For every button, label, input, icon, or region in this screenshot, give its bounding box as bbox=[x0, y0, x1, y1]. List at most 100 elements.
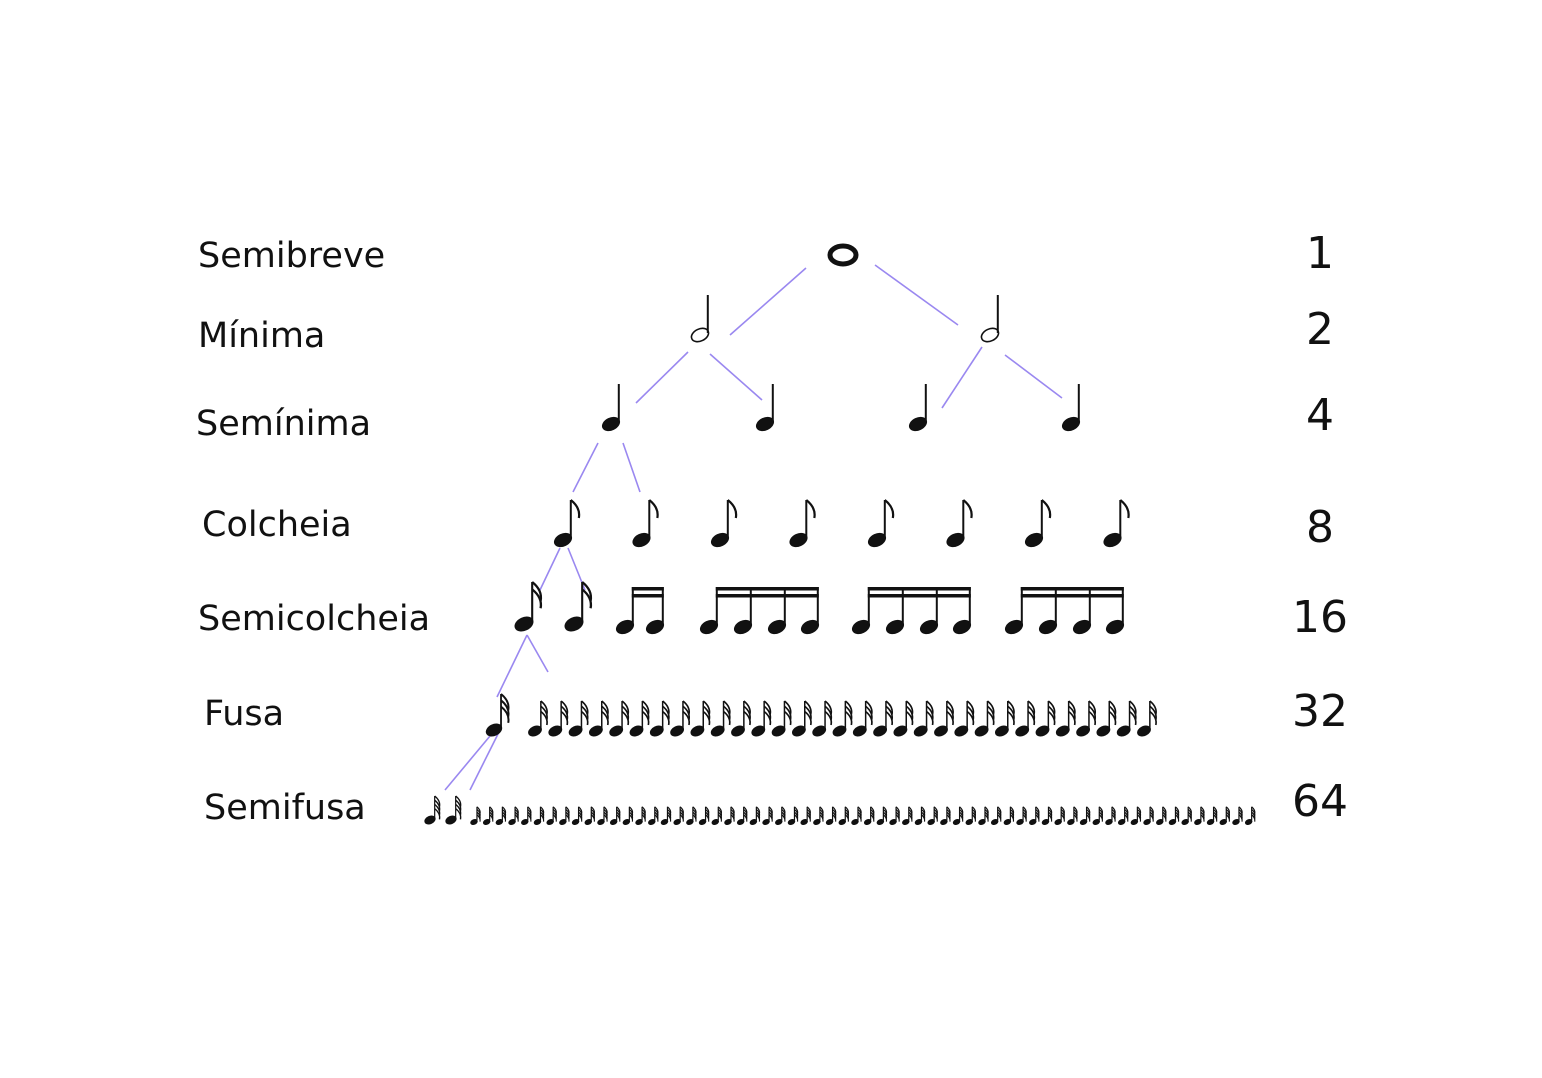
semifusa-note bbox=[800, 806, 811, 826]
note-beam bbox=[867, 594, 971, 598]
semifusa-note bbox=[495, 806, 507, 826]
connector-line bbox=[469, 729, 501, 791]
semifusa-note bbox=[1067, 806, 1078, 826]
semifusa-note bbox=[1194, 806, 1205, 826]
semicolcheia-note bbox=[767, 587, 787, 635]
fusa-note bbox=[670, 700, 691, 737]
semifusa-note bbox=[1079, 806, 1091, 826]
note-beam bbox=[715, 594, 819, 598]
row-label-seminima: Semínima bbox=[196, 404, 372, 444]
semifusa-note bbox=[736, 806, 748, 826]
semifusa-note bbox=[660, 806, 672, 826]
fusa-note bbox=[1096, 700, 1117, 737]
fusa-note bbox=[1055, 700, 1076, 737]
fusa-note bbox=[485, 693, 510, 737]
semifusa-note bbox=[927, 806, 938, 826]
colcheia-note bbox=[710, 499, 738, 548]
seminima-note bbox=[601, 384, 621, 432]
count-semifusa: 64 bbox=[1292, 776, 1348, 827]
semifusa-note bbox=[648, 806, 659, 826]
fusa-note bbox=[710, 700, 731, 737]
row-label-semifusa: Semifusa bbox=[204, 788, 366, 828]
semicolcheia-note bbox=[919, 587, 939, 635]
semifusa-note bbox=[1232, 806, 1243, 826]
note-beam bbox=[1020, 594, 1124, 598]
fusa-note bbox=[548, 700, 569, 737]
note-beam bbox=[715, 587, 819, 591]
semifusa-note bbox=[787, 806, 799, 826]
semicolcheia-note bbox=[564, 581, 593, 632]
semicolcheia-note bbox=[851, 587, 871, 635]
connector-line bbox=[496, 634, 528, 698]
row-label-semibreve: Semibreve bbox=[198, 236, 386, 276]
semifusa-note bbox=[863, 806, 875, 826]
semifusa-note bbox=[1041, 806, 1053, 826]
note-beam bbox=[867, 587, 971, 591]
fusa-note bbox=[751, 700, 772, 737]
fusa-note bbox=[649, 700, 670, 737]
semifusa-note bbox=[965, 806, 977, 826]
semifusa-note bbox=[698, 806, 710, 826]
row-label-colcheia: Colcheia bbox=[202, 505, 352, 545]
semifusa-note bbox=[1143, 806, 1154, 826]
semifusa-note bbox=[1003, 806, 1015, 826]
semicolcheia-note bbox=[885, 587, 905, 635]
fusa-note bbox=[934, 700, 954, 737]
semifusa-note bbox=[1244, 806, 1256, 826]
fusa-note bbox=[629, 700, 650, 737]
fusa-note bbox=[791, 700, 812, 737]
minima-note bbox=[690, 295, 710, 343]
connector-line bbox=[941, 346, 983, 409]
row-label-minima: Mínima bbox=[198, 316, 326, 356]
semifusa-note bbox=[597, 806, 608, 826]
semicolcheia-note bbox=[1038, 587, 1058, 635]
semifusa-note bbox=[445, 795, 462, 825]
semifusa-note bbox=[1156, 806, 1167, 826]
semifusa-note bbox=[1117, 806, 1129, 826]
semifusa-note bbox=[1016, 806, 1027, 826]
semicolcheia-note bbox=[699, 587, 719, 635]
fusa-note bbox=[1035, 700, 1056, 737]
semifusa-note bbox=[813, 806, 824, 826]
semifusa-note bbox=[609, 806, 621, 826]
semifusa-note bbox=[876, 806, 888, 826]
semifusa-note bbox=[775, 806, 786, 826]
semifusa-note bbox=[711, 806, 723, 826]
semicolcheia-note bbox=[733, 587, 753, 635]
fusa-note bbox=[528, 700, 548, 737]
semifusa-note bbox=[508, 806, 519, 826]
fusa-note bbox=[954, 700, 975, 737]
semifusa-note bbox=[914, 806, 926, 826]
semifusa-note bbox=[673, 806, 684, 826]
semifusa-note bbox=[1105, 806, 1116, 826]
semicolcheia-note bbox=[514, 581, 543, 632]
semifusa-note bbox=[952, 806, 964, 826]
row-label-fusa: Fusa bbox=[204, 694, 285, 734]
semifusa-note bbox=[889, 806, 900, 826]
semifusa-note bbox=[990, 806, 1002, 826]
semifusa-note bbox=[851, 806, 862, 826]
count-fusa: 32 bbox=[1292, 686, 1348, 737]
colcheia-note bbox=[632, 499, 659, 548]
connector-line bbox=[635, 351, 689, 404]
semifusa-note bbox=[533, 806, 545, 826]
seminima-note bbox=[755, 384, 775, 432]
semifusa-note bbox=[1181, 806, 1192, 826]
fusa-note bbox=[812, 700, 833, 737]
semifusa-note bbox=[1054, 806, 1065, 826]
fusa-note bbox=[1116, 700, 1137, 737]
note-beam bbox=[1020, 587, 1124, 591]
semifusa-note bbox=[584, 806, 596, 826]
count-minima: 2 bbox=[1306, 304, 1334, 355]
semifusa-note bbox=[521, 806, 532, 826]
count-seminima: 4 bbox=[1306, 390, 1334, 441]
semifusa-note bbox=[635, 806, 646, 826]
semifusa-note bbox=[482, 806, 494, 826]
semifusa-note bbox=[1206, 806, 1218, 826]
row-label-semicolcheia: Semicolcheia bbox=[198, 599, 431, 639]
semifusa-note bbox=[825, 806, 837, 826]
semifusa-note bbox=[1168, 806, 1180, 826]
semibreve-note bbox=[827, 243, 859, 267]
note-beam bbox=[631, 587, 664, 591]
